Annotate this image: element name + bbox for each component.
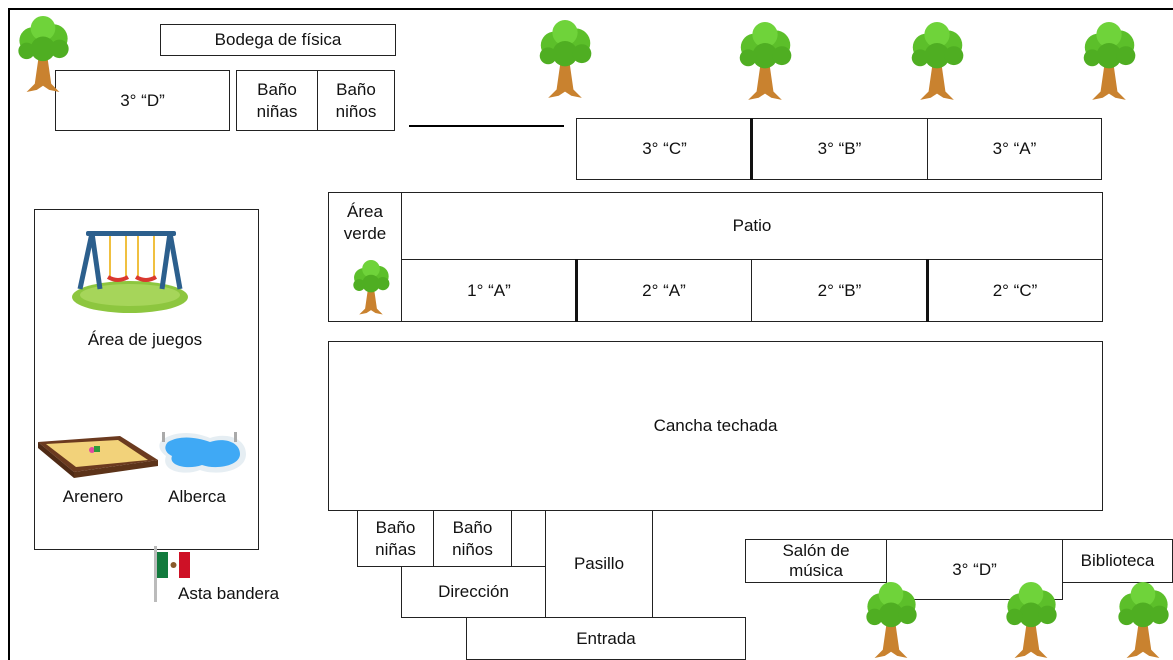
- pool-label: Alberca: [168, 487, 226, 506]
- room-bano-ninos-bottom: Baño niños: [433, 510, 512, 567]
- room-bano-ninas-top: Baño niñas: [236, 70, 318, 131]
- swing-set-icon: [72, 231, 188, 313]
- tree-icon: [18, 16, 69, 92]
- flag-label: Asta bandera: [178, 584, 280, 603]
- map-border-top: [8, 8, 1173, 10]
- path-line: [409, 125, 564, 127]
- tree-icon: [1118, 582, 1169, 658]
- room-tercero-d-top: 3° “D”: [55, 70, 230, 131]
- tree-icon: [1006, 582, 1057, 658]
- room-tercero-a: 3° “A”: [927, 118, 1102, 180]
- pool-icon: [159, 432, 246, 473]
- tree-icon: [911, 22, 964, 100]
- area-verde: Área verde: [328, 192, 402, 322]
- cancha-techada: Cancha techada: [328, 341, 1103, 511]
- tree-icon: [866, 582, 917, 658]
- play-area-label: Área de juegos: [87, 330, 203, 349]
- divider: [750, 118, 753, 180]
- room-bodega-fisica: Bodega de física: [160, 24, 396, 56]
- play-area: [34, 209, 259, 550]
- divider: [575, 259, 578, 322]
- room-bano-ninos-top: Baño niños: [317, 70, 395, 131]
- pasillo: Pasillo: [545, 510, 653, 618]
- room-tercero-b: 3° “B”: [751, 118, 928, 180]
- patio: Patio: [401, 192, 1103, 260]
- divider: [926, 259, 929, 322]
- sandbox-icon: [38, 436, 158, 478]
- sandbox-label: Arenero: [62, 487, 124, 506]
- room-bano-ninas-bottom: Baño niñas: [357, 510, 434, 567]
- room-segundo-b: 2° “B”: [751, 259, 928, 322]
- room-tercero-c: 3° “C”: [576, 118, 753, 180]
- tree-icon: [539, 20, 592, 98]
- mexican-flag-icon: [154, 546, 190, 602]
- biblioteca: Biblioteca: [1062, 539, 1173, 583]
- map-border-left: [8, 8, 10, 660]
- room-segundo-a: 2° “A”: [576, 259, 752, 322]
- entrada: Entrada: [466, 617, 746, 660]
- tree-icon: [739, 22, 792, 100]
- tree-icon: [1083, 22, 1136, 100]
- room-unlabeled: [511, 510, 546, 567]
- direccion: Dirección: [401, 566, 546, 618]
- salon-musica: Salón de música: [745, 539, 887, 583]
- tree-icon: [353, 260, 390, 315]
- room-segundo-c: 2° “C”: [927, 259, 1103, 322]
- room-primero-a: 1° “A”: [401, 259, 577, 322]
